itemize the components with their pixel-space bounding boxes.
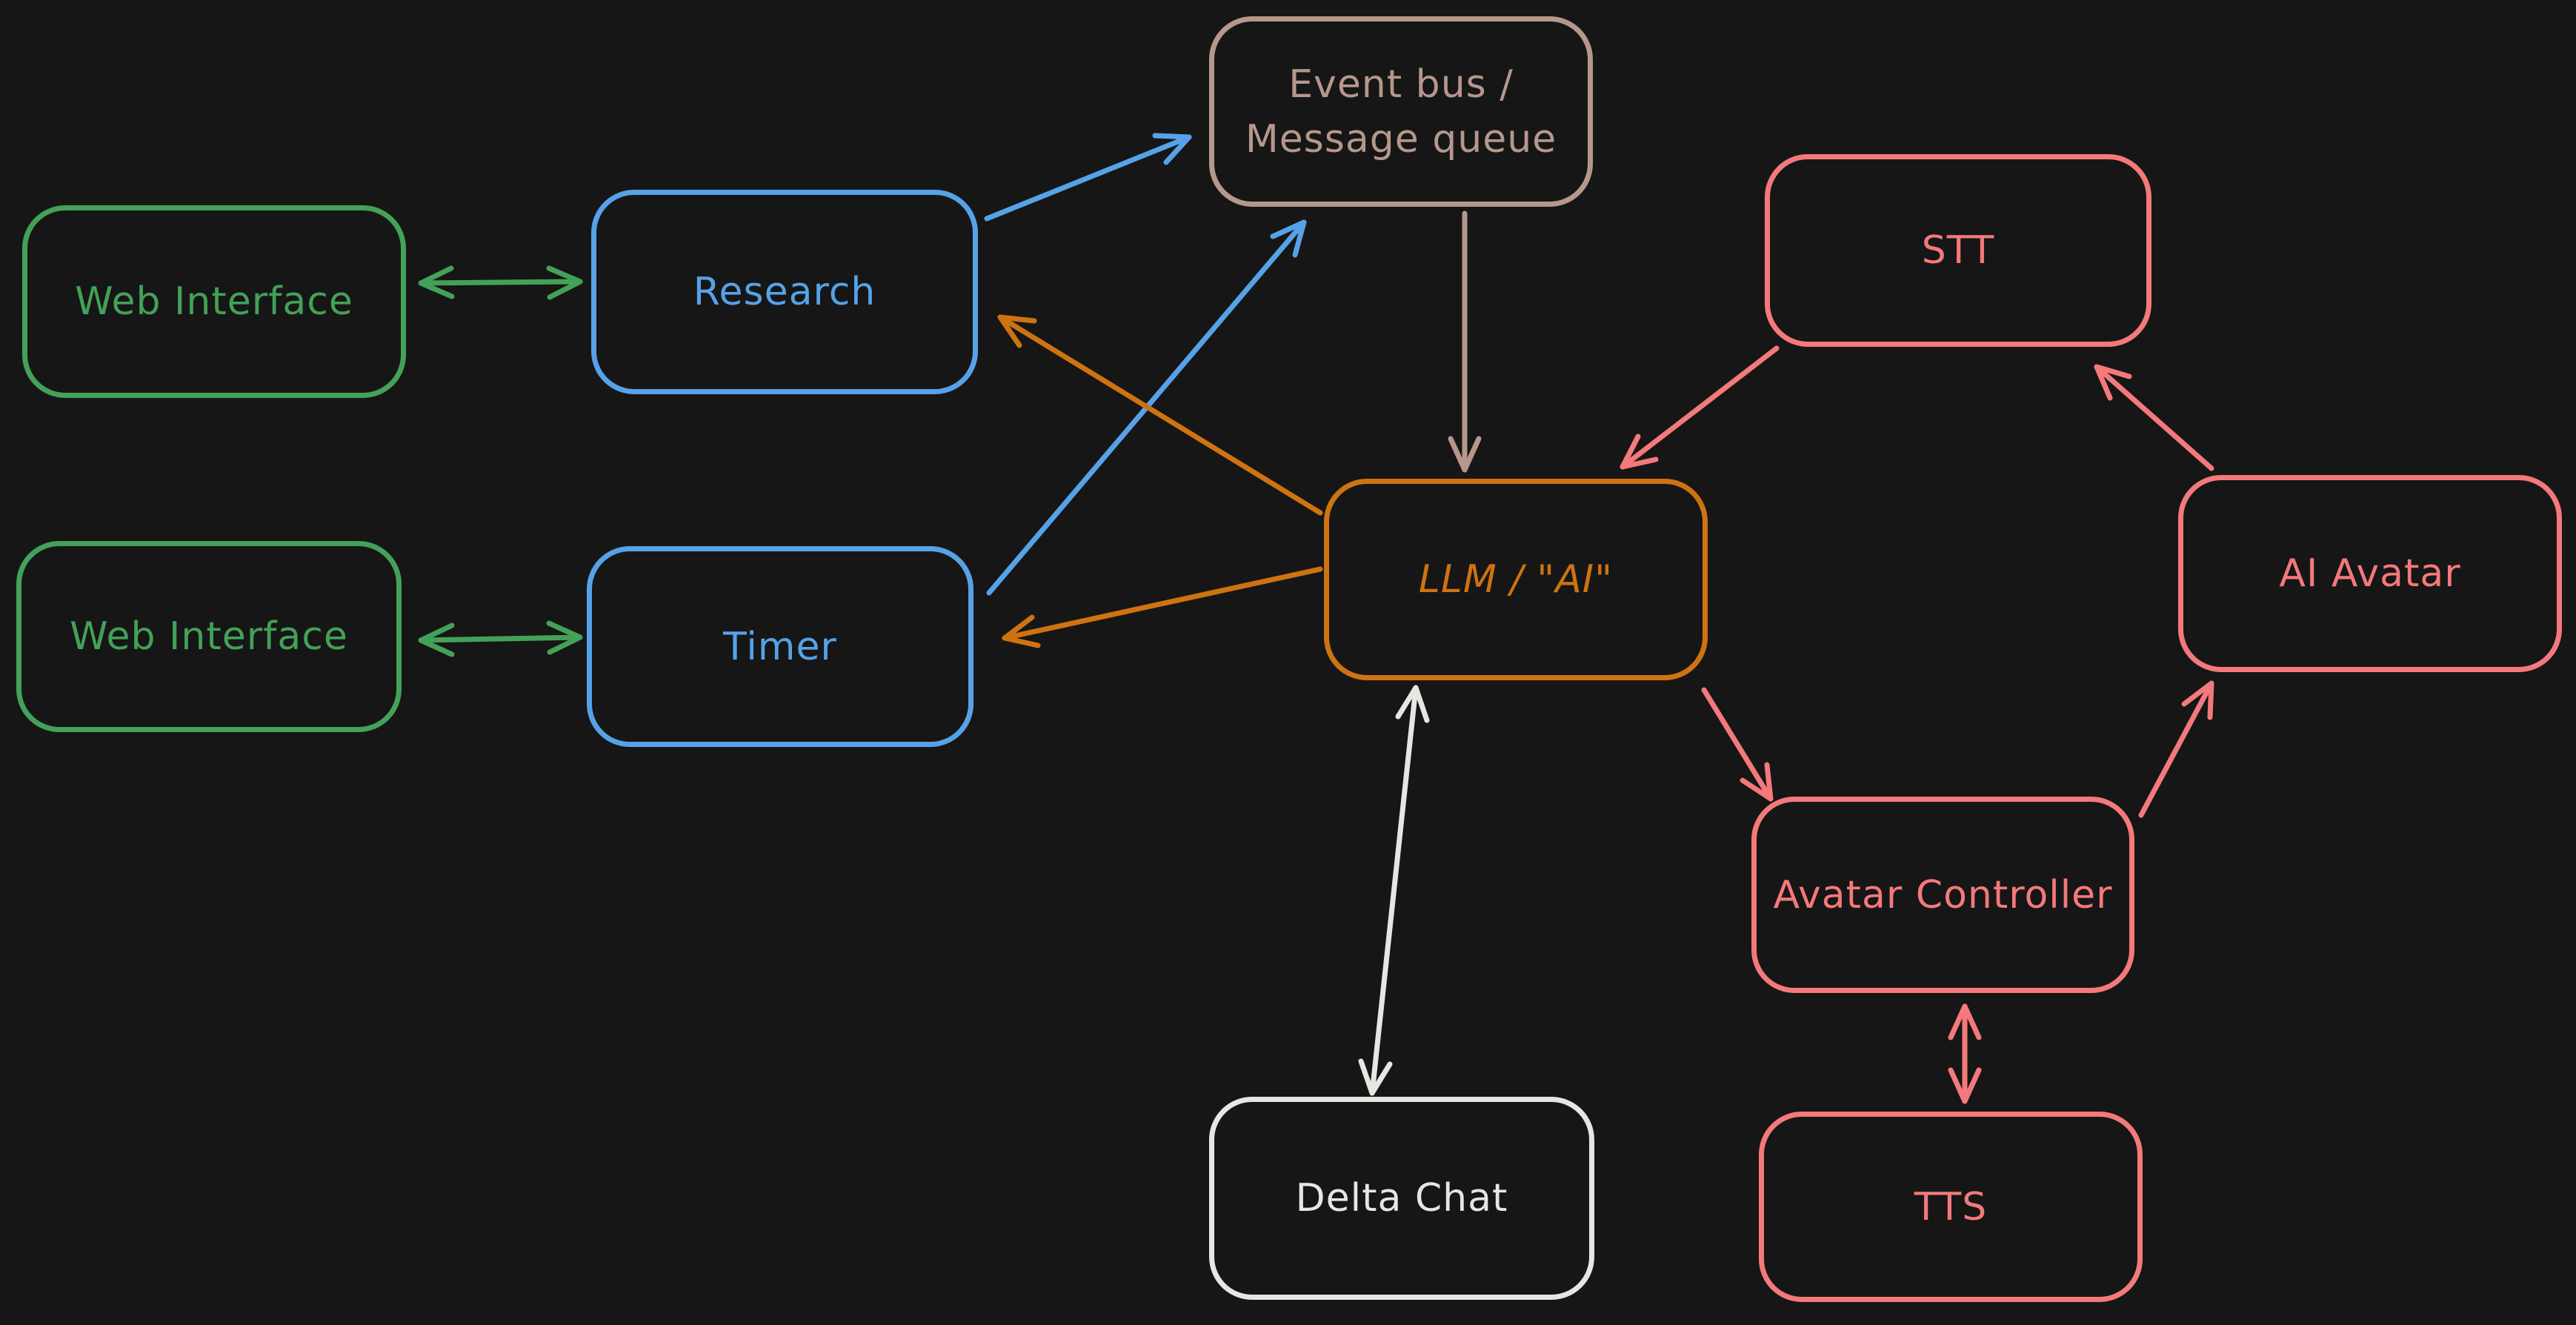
arrow-event-bus-to-llm[interactable] xyxy=(1448,210,1482,473)
arrow-web-interface-1-research[interactable] xyxy=(418,265,583,300)
web-interface-2-label: Web Interface xyxy=(70,614,348,659)
timer-label: Timer xyxy=(723,624,837,669)
node-ai-avatar[interactable]: AI Avatar xyxy=(2178,475,2562,672)
node-research[interactable]: Research xyxy=(591,190,978,394)
stt-label: STT xyxy=(1921,228,1995,273)
node-event-bus[interactable]: Event bus / Message queue xyxy=(1209,16,1593,207)
llm-label: LLM / "AI" xyxy=(1418,557,1614,602)
arrow-avatar-controller-tts[interactable] xyxy=(1948,1003,1982,1104)
node-tts[interactable]: TTS xyxy=(1759,1112,2143,1302)
arrow-avatar-controller-to-ai-avatar[interactable] xyxy=(2138,680,2214,818)
node-avatar-controller[interactable]: Avatar Controller xyxy=(1751,797,2134,993)
web-interface-1-label: Web Interface xyxy=(75,279,353,324)
arrow-llm-to-research[interactable] xyxy=(997,314,1323,516)
node-llm[interactable]: LLM / "AI" xyxy=(1324,479,1708,680)
arrow-web-interface-2-timer[interactable] xyxy=(418,620,583,657)
research-label: Research xyxy=(693,270,876,314)
arrow-llm-delta-chat[interactable] xyxy=(1358,685,1430,1096)
node-web-interface-2[interactable]: Web Interface xyxy=(16,541,402,732)
event-bus-label-line1: Event bus / xyxy=(1288,62,1514,107)
arrow-stt-to-llm[interactable] xyxy=(1620,345,1780,470)
node-stt[interactable]: STT xyxy=(1765,154,2151,347)
ai-avatar-label: AI Avatar xyxy=(2279,551,2461,596)
tts-label: TTS xyxy=(1914,1184,1988,1229)
node-delta-chat[interactable]: Delta Chat xyxy=(1209,1097,1594,1300)
arrow-llm-to-avatar-controller[interactable] xyxy=(1701,687,1774,802)
arrow-research-to-event-bus[interactable] xyxy=(984,133,1192,222)
arrow-llm-to-timer[interactable] xyxy=(1002,566,1323,648)
node-web-interface-1[interactable]: Web Interface xyxy=(22,205,406,398)
event-bus-label-line2: Message queue xyxy=(1245,116,1557,162)
node-timer[interactable]: Timer xyxy=(587,546,974,747)
avatar-controller-label: Avatar Controller xyxy=(1773,872,2113,917)
arrow-ai-avatar-to-stt[interactable] xyxy=(2094,364,2214,471)
delta-chat-label: Delta Chat xyxy=(1295,1176,1508,1221)
